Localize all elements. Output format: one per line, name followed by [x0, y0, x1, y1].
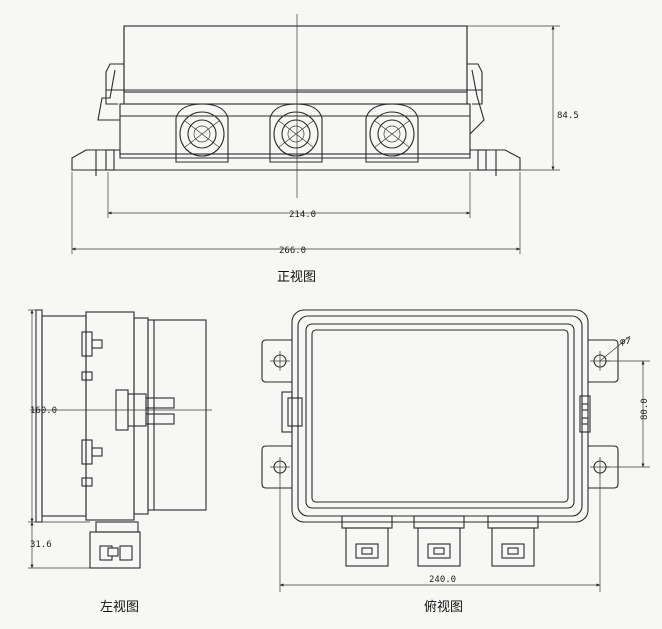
cable-gland-3 [365, 103, 419, 163]
cable-gland-2 [269, 103, 323, 163]
top-view: φ7 80.0 240.0 [261, 309, 650, 592]
dim-front-214: 214.0 [289, 210, 316, 220]
dim-left-31: 31.6 [30, 540, 52, 550]
dim-top-240: 240.0 [429, 575, 456, 585]
dim-top-80: 80.0 [640, 398, 650, 420]
dim-front-84: 84.5 [557, 111, 579, 121]
dim-front-266: 266.0 [279, 246, 306, 256]
cable-gland-1 [175, 103, 229, 163]
dim-left-160: 160.0 [30, 406, 57, 416]
connector-2 [413, 515, 465, 567]
top-view-caption: 俯视图 [424, 600, 464, 615]
connector-3 [487, 515, 539, 567]
front-view-caption: 正视图 [277, 270, 317, 285]
left-view: 160.0 31.6 [28, 309, 212, 569]
connector-1 [341, 515, 393, 567]
front-view: 214.0 266.0 84.5 [71, 14, 579, 256]
dim-top-phi7: φ7 [620, 337, 631, 347]
left-view-caption: 左视图 [100, 600, 140, 615]
